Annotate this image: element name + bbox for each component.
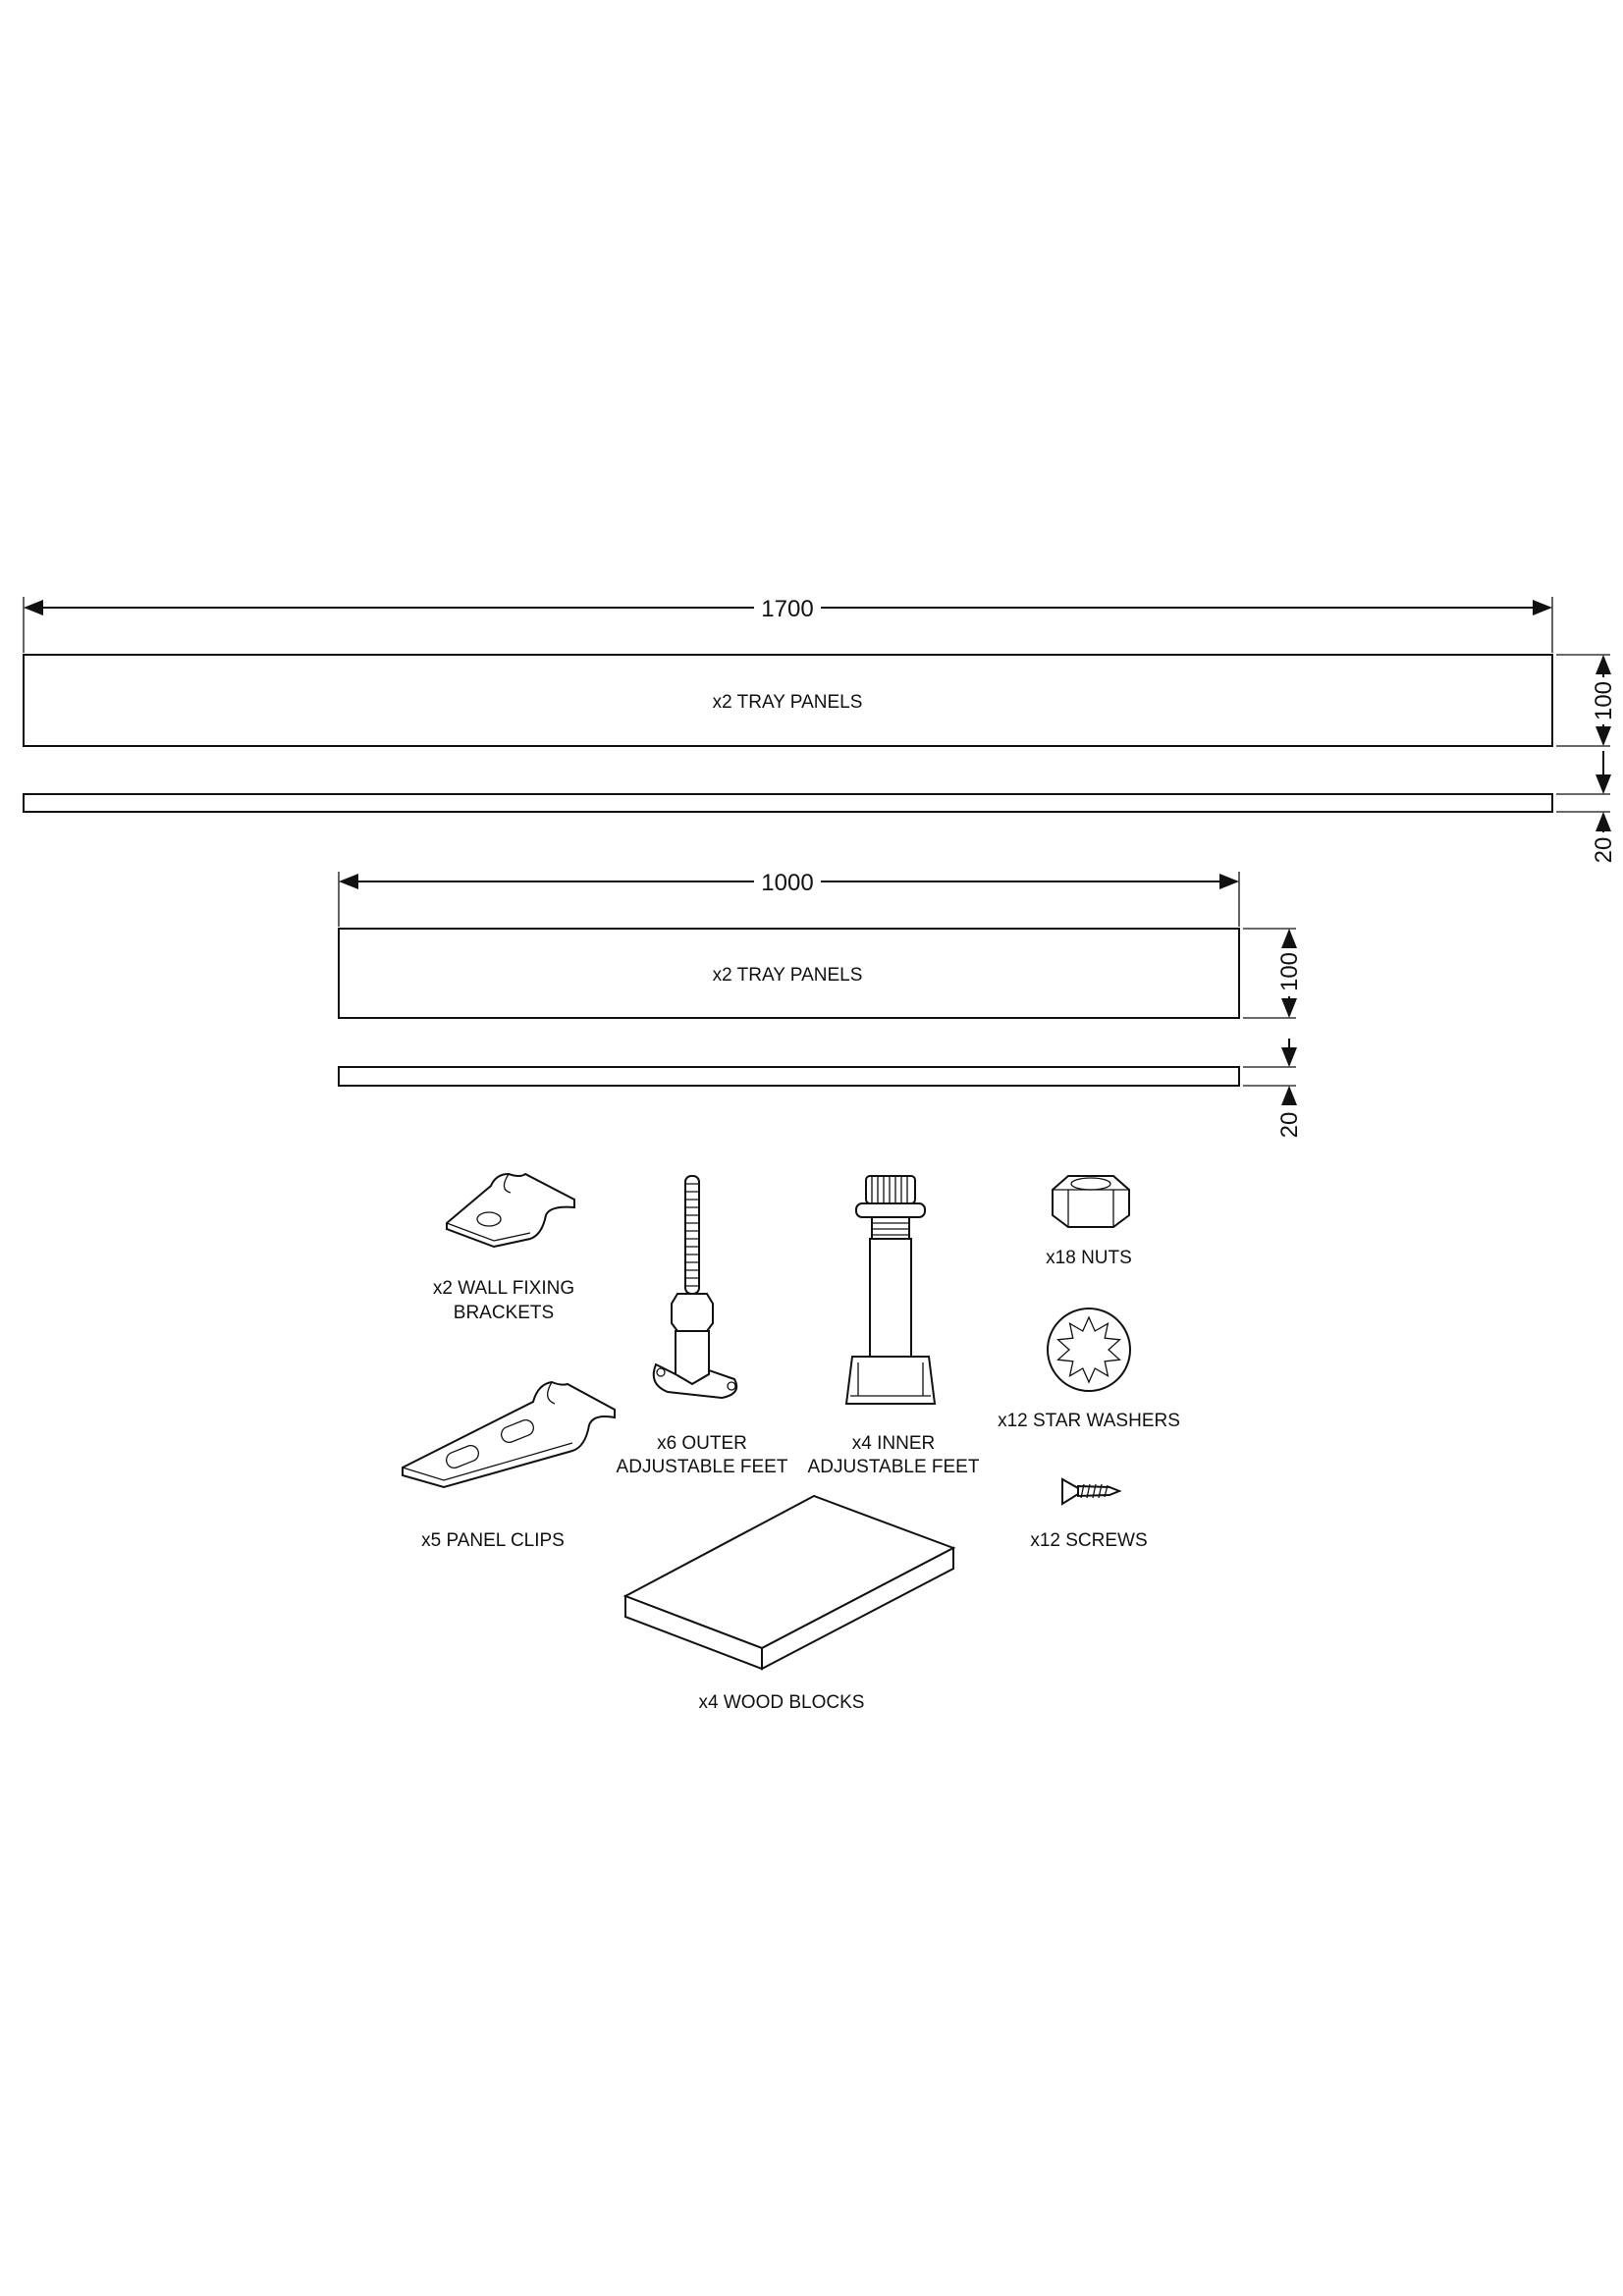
outer-feet-label-line1: x6 OUTER — [657, 1433, 747, 1454]
thickness-dimension-20: 20 — [1276, 1112, 1303, 1139]
inner-feet-label-line2: ADJUSTABLE FEET — [808, 1457, 980, 1477]
long-tray-panel-label: x2 TRAY PANELS — [713, 692, 863, 713]
wood-block-illustration: x4 WOOD BLOCKS — [622, 1494, 956, 1713]
length-dimension-1700: 1700 — [761, 596, 813, 622]
thickness-dimension-20: 20 — [1591, 837, 1617, 864]
panel-clip-illustration: x5 PANEL CLIPS — [402, 1380, 616, 1551]
short-tray-panel-label: x2 TRAY PANELS — [713, 965, 863, 986]
length-dimension-1000: 1000 — [761, 870, 813, 896]
short-panel-group: 1000 x2 TRAY PANELS 100 20 — [338, 870, 1303, 1139]
outer-adjustable-foot-illustration: x6 OUTER ADJUSTABLE FEET — [617, 1175, 788, 1477]
wall-bracket-label-line2: BRACKETS — [454, 1303, 554, 1323]
long-tray-panel-edge — [23, 793, 1553, 813]
long-panel-group: 1700 x2 TRAY PANELS 100 20 — [23, 596, 1617, 864]
star-washers-label: x12 STAR WASHERS — [998, 1411, 1180, 1431]
nuts-label: x18 NUTS — [1046, 1248, 1132, 1268]
wall-bracket-label-line1: x2 WALL FIXING — [433, 1278, 574, 1299]
screw-illustration: x12 SCREWS — [1030, 1477, 1148, 1551]
height-dimension-100: 100 — [1591, 681, 1617, 721]
star-washer-illustration: x12 STAR WASHERS — [998, 1308, 1180, 1431]
panel-clips-label: x5 PANEL CLIPS — [421, 1530, 565, 1551]
wood-blocks-label: x4 WOOD BLOCKS — [699, 1692, 865, 1713]
short-tray-panel-edge — [338, 1066, 1240, 1087]
long-tray-panel-face — [23, 654, 1553, 747]
inner-feet-label-line1: x4 INNER — [852, 1433, 935, 1454]
nut-illustration: x18 NUTS — [1046, 1175, 1132, 1268]
inner-adjustable-foot-illustration: x4 INNER ADJUSTABLE FEET — [808, 1175, 980, 1477]
wall-fixing-bracket-illustration: x2 WALL FIXING BRACKETS — [433, 1172, 575, 1323]
short-tray-panel-face — [338, 928, 1240, 1019]
star-washer-teeth — [1056, 1315, 1121, 1384]
height-dimension-100: 100 — [1276, 952, 1303, 991]
outer-feet-label-line2: ADJUSTABLE FEET — [617, 1457, 788, 1477]
screws-label: x12 SCREWS — [1030, 1530, 1147, 1551]
